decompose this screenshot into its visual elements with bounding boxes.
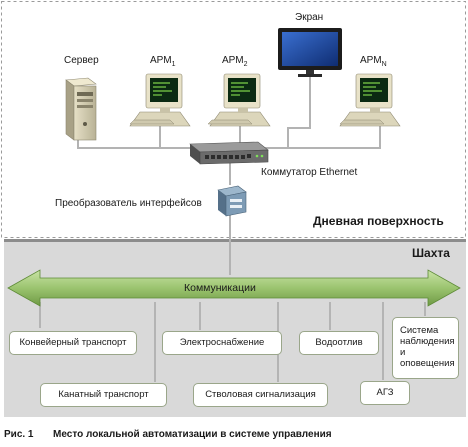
network-wires xyxy=(77,75,381,275)
workstation-2-sub: 2 xyxy=(243,61,248,68)
figure-caption-text: Место локальной автоматизации в системе … xyxy=(53,429,332,440)
subsystem-conveyor-transport: Конвейерный транспорт xyxy=(9,331,137,355)
figure-number: Рис. 1 xyxy=(4,429,34,440)
workstation-n-label: АРМN xyxy=(360,55,387,68)
subsystem-rope-transport: Канатный транспорт xyxy=(40,383,167,407)
subsystem-agz-label: АГЗ xyxy=(376,386,394,398)
communications-bus xyxy=(7,269,461,307)
workstation-2-label: АРМ2 xyxy=(222,55,247,68)
communications-bus-label: Коммуникации xyxy=(184,282,256,294)
interface-converter xyxy=(217,185,247,217)
subsystem-power-supply: Электроснабжение xyxy=(162,331,282,355)
subsystem-agz: АГЗ xyxy=(360,381,410,405)
server-label: Сервер xyxy=(64,55,99,66)
subsystem-power-supply-label: Электроснабжение xyxy=(179,336,265,348)
display-screen xyxy=(278,28,342,77)
workstation-1-label: АРМ1 xyxy=(150,55,175,68)
surface-zone-title: Дневная поверхность xyxy=(313,214,444,228)
subsystem-shaft-signaling-label: Стволовая сигнализация xyxy=(205,388,316,400)
workstation-1-label-text: АРМ xyxy=(150,55,172,66)
ethernet-switch xyxy=(189,141,269,165)
workstation-2 xyxy=(207,73,271,127)
mine-zone-title: Шахта xyxy=(412,246,450,260)
subsystem-shaft-signaling: Стволовая сигнализация xyxy=(193,383,328,407)
subsystem-monitoring-alert-label: Система наблюдения и оповещения xyxy=(400,325,455,369)
server-computer xyxy=(65,77,97,141)
workstation-n-sub: N xyxy=(381,61,387,68)
workstation-1 xyxy=(129,73,191,127)
subsystem-rope-transport-label: Канатный транспорт xyxy=(58,388,149,400)
workstation-2-label-text: АРМ xyxy=(222,55,244,66)
subsystem-monitoring-alert: Система наблюдения и оповещения xyxy=(392,317,459,379)
workstation-n xyxy=(339,73,401,127)
screen-label: Экран xyxy=(295,12,324,23)
subsystem-drainage: Водоотлив xyxy=(299,331,379,355)
subsystem-drainage-label: Водоотлив xyxy=(315,336,363,348)
workstation-1-sub: 1 xyxy=(171,61,176,68)
mine-zone-top-border xyxy=(4,239,466,242)
workstation-n-label-text: АРМ xyxy=(360,55,382,66)
figure-caption: Рис. 1 Место локальной автоматизации в си… xyxy=(4,429,332,440)
subsystem-conveyor-transport-label: Конвейерный транспорт xyxy=(19,336,127,348)
converter-label: Преобразователь интерфейсов xyxy=(55,198,202,209)
switch-label: Коммутатор Ethernet xyxy=(261,167,358,178)
